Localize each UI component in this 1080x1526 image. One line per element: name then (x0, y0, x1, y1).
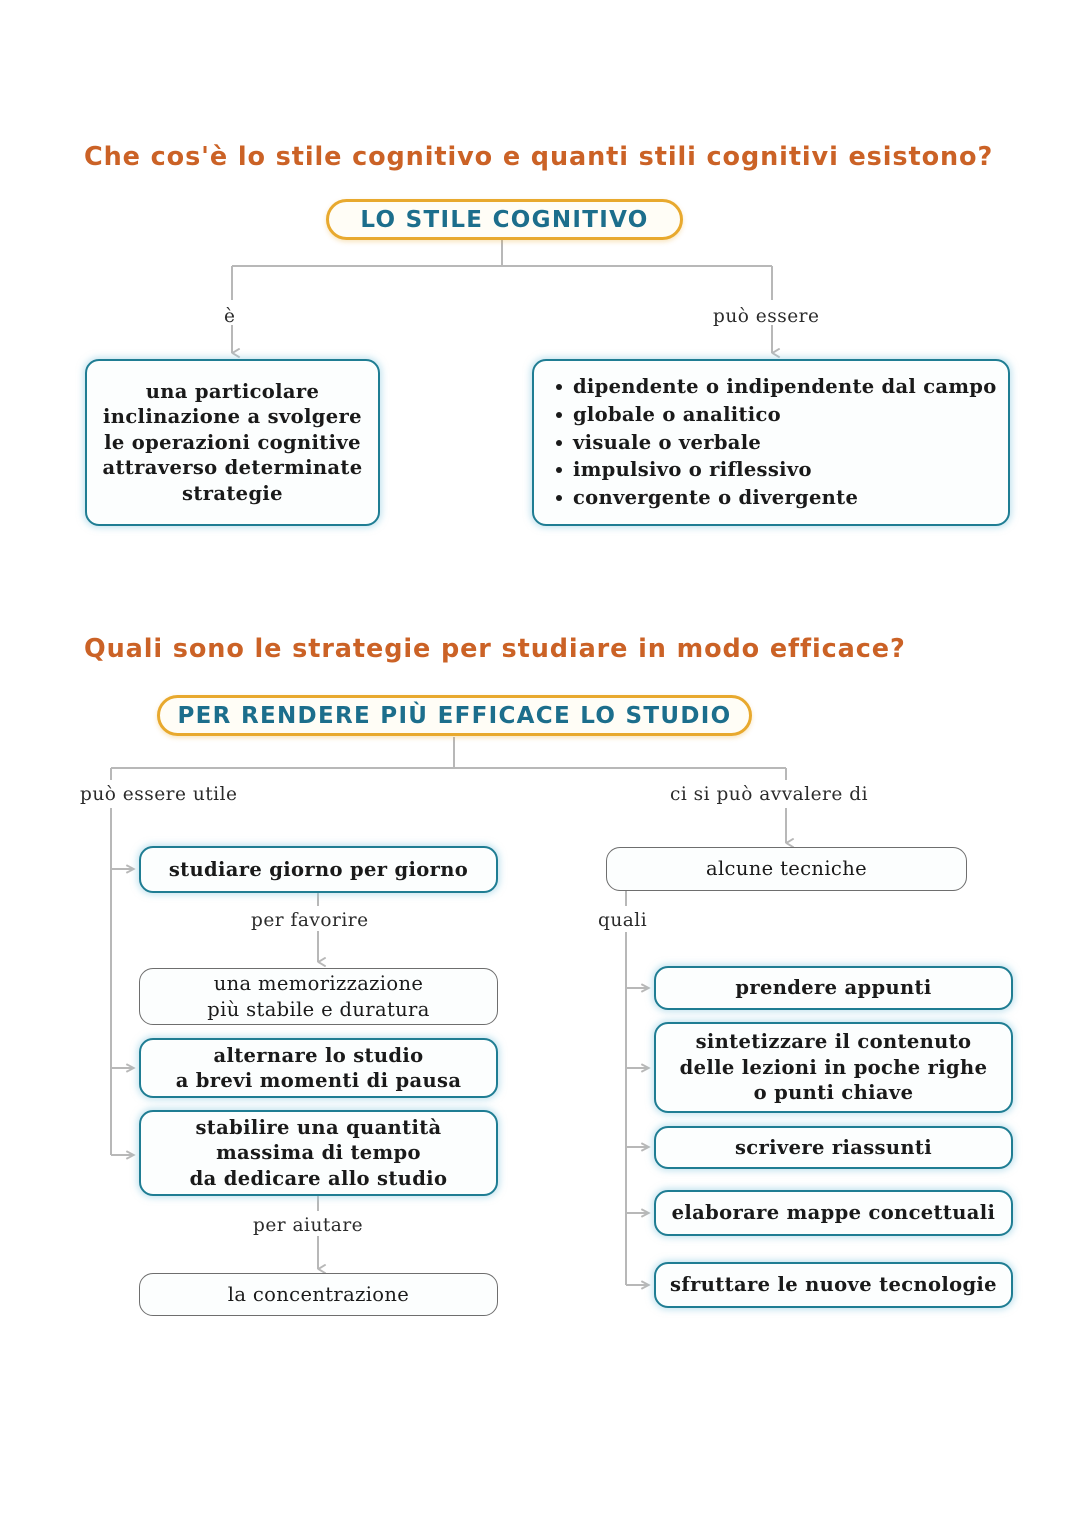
section-2-root-node: PER RENDERE PIÙ EFFICACE LO STUDIO (157, 695, 752, 736)
section-2-edge-label-right: ci si può avvalere di (670, 784, 868, 805)
section-2-root-label: PER RENDERE PIÙ EFFICACE LO STUDIO (177, 702, 732, 729)
section-1-edge-label-right: può essere (713, 306, 820, 327)
technique-label: scrivere riassunti (734, 1135, 933, 1159)
technique-label: prendere appunti (735, 976, 932, 1000)
strategy-box-study-daily: studiare giorno per giorno (139, 846, 498, 893)
technique-box-new-technologies: sfruttare le nuove tecnologie (654, 1262, 1013, 1308)
technique-box-take-notes: prendere appunti (654, 966, 1013, 1010)
techniques-intro-box: alcune tecniche (606, 847, 967, 891)
section-1-types-box: dipendente o indipendente dal campo glob… (532, 359, 1010, 526)
technique-label: sfruttare le nuove tecnologie (670, 1273, 997, 1297)
list-item: convergente o divergente (556, 484, 997, 512)
outcome-box-concentration: la concentrazione (139, 1273, 498, 1316)
section-1-root-label: LO STILE COGNITIVO (360, 206, 649, 233)
technique-box-write-summaries: scrivere riassunti (654, 1126, 1013, 1169)
list-item: globale o analitico (556, 401, 997, 429)
section-2-edge-label-left: può essere utile (80, 784, 238, 805)
technique-label: elaborare mappe concettuali (671, 1201, 996, 1225)
section-1-root-node: LO STILE COGNITIVO (326, 199, 683, 240)
section-2-edge-label-per-aiutare: per aiutare (253, 1215, 364, 1236)
list-item: visuale o verbale (556, 429, 997, 457)
section-2-edge-label-per-favorire: per favorire (251, 910, 369, 931)
techniques-intro-label: alcune tecniche (705, 857, 867, 881)
list-item: dipendente o indipendente dal campo (556, 373, 997, 401)
strategy-label: studiare giorno per giorno (168, 857, 469, 881)
list-item: impulsivo o riflessivo (556, 456, 997, 484)
section-1-heading: Che cos'è lo stile cognitivo e quanti st… (84, 142, 994, 172)
outcome-label: la concentrazione (227, 1282, 410, 1306)
section-2-edge-label-quali: quali (598, 910, 648, 931)
technique-box-concept-maps: elaborare mappe concettuali (654, 1190, 1013, 1236)
section-1-edge-label-left: è (224, 306, 236, 327)
section-2-heading: Quali sono le strategie per studiare in … (84, 634, 906, 664)
section-1-types-list: dipendente o indipendente dal campo glob… (534, 373, 997, 511)
